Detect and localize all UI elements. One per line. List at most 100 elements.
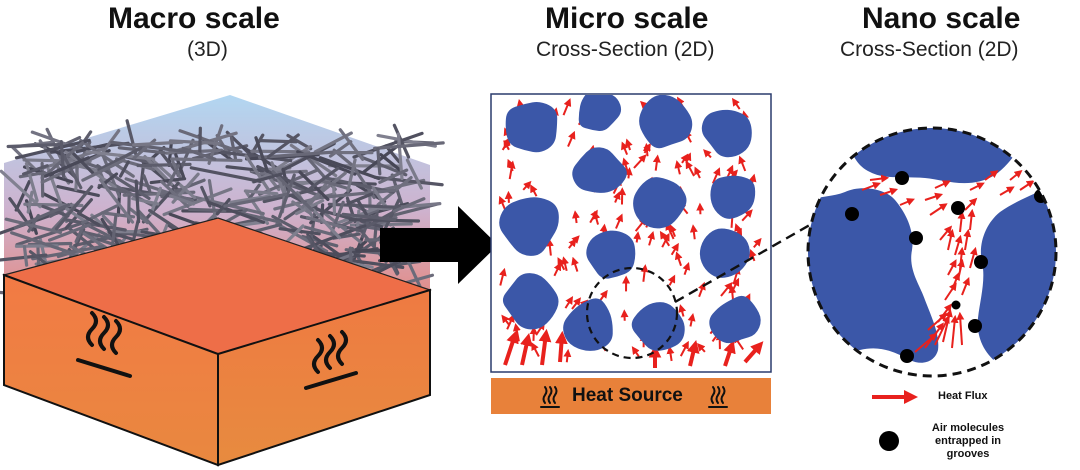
heat-flux-arrow [615,213,623,229]
heat-flux-arrow [498,267,507,286]
air-molecule-dot [845,207,859,221]
heat-flux-arrow [506,314,515,330]
heat-flux-arrow [520,333,533,366]
fiber-strand [286,133,313,151]
heat-flux-arrow [956,311,965,346]
air-molecule-dot [909,231,923,245]
fiber-cross-section [710,175,756,219]
heat-flux-arrow [674,251,683,267]
slab-right-face [217,288,431,467]
heat-flux-arrow [879,187,899,196]
legend-air-molecules: Air molecules entrapped in grooves [918,422,1018,461]
fiber-cross-section [633,177,687,229]
heat-flux-arrow [939,225,953,241]
heat-flux-arrow [652,154,661,171]
fiber-strand [26,190,34,214]
fiber-strand [198,126,202,155]
air-molecule-dot [951,201,965,215]
heat-flux-arrow [531,342,540,357]
heat-flux-arrow [571,256,579,272]
heat-flux-arrow [538,328,552,366]
fiber-cross-section [572,147,627,193]
fiber-strand [341,212,397,222]
heat-flux-arrow [643,143,651,154]
fiber-cross-section [639,95,693,149]
heat-flux-arrow [723,340,736,367]
zoom-region-circle [585,266,679,360]
micro-panel [490,93,772,373]
heat-flux-arrow [553,262,562,277]
heat-flux-arrow [631,346,640,357]
heat-flux-arrow [687,313,696,327]
fiber-cross-section [701,109,752,158]
heat-flux-arrow [963,228,972,251]
heat-flux-arrow [731,97,741,110]
fiber-strand [335,203,387,225]
heat-flux-arrow [942,308,953,343]
heat-flux-arrow [934,315,950,346]
nano-heat-flux-arrows [861,160,1053,353]
fiber-strand [0,169,42,209]
heat-flux-arrow [670,242,679,256]
heat-flux-arrow [947,259,957,276]
heat-flux-arrow [555,330,568,363]
fiber-strand [392,123,411,159]
fiber-cross-section [709,295,761,344]
fiber-strand [346,158,357,193]
fiber-strand [125,119,139,161]
heat-flux-arrow [711,167,721,184]
fiber-strand [149,186,163,216]
heat-flux-arrow [743,341,764,364]
fiber-strand [170,157,243,163]
fiber-strand [346,192,374,206]
heat-flux-arrow [682,261,691,275]
fiber-strand [14,138,91,160]
heat-flux-arrow [861,181,881,191]
legend-heat-flux-label: Heat Flux [938,390,988,402]
heat-flux-arrow [937,303,952,323]
fiber-strand [44,156,91,178]
heat-flux-arrow [947,228,955,251]
fiber-cross-section [505,101,558,153]
fiber-strand [321,179,349,190]
heat-flux-arrow [571,297,582,310]
heat-waves-icon [304,330,358,390]
heat-flux-arrow [924,192,944,201]
heat-flux-arrow [507,160,516,180]
heat-flux-arrow [563,348,572,363]
fiber-strand [13,203,71,230]
heat-flux-arrow [562,98,572,116]
heat-flux-arrow [647,231,655,246]
fiber-strand [244,154,271,193]
fiber-strand [378,168,409,184]
fiber-strand [97,172,119,190]
fiber-strand [23,202,84,208]
micro-subtitle: Cross-Section (2D) [536,38,715,61]
black-dot-icon [879,431,899,451]
fiber-strand [319,188,396,200]
heat-flux-arrow [1039,170,1053,181]
heat-flux-arrow [665,222,675,240]
heat-flux-arrow [703,149,712,159]
fiber-strand [215,198,231,216]
fiber-strand [15,220,87,247]
fiber-strand [54,185,94,231]
fiber-strand [10,231,75,256]
fiber-strand [136,162,192,168]
fiber-strand [6,142,64,149]
heat-flux-arrow [522,180,532,191]
fiber-strand [168,194,196,206]
fiber-cross-section [586,230,636,279]
heat-flux-arrow [999,186,1015,196]
legend-air-line-3: grooves [946,448,990,460]
fiber-strand [189,166,263,184]
heat-flux-arrow [613,191,621,203]
fiber-strand [383,202,440,220]
heat-flux-arrow [621,157,630,171]
fiber-strand [24,162,39,203]
fiber-strand [98,178,135,224]
fiber-strand [359,155,408,177]
fiber-strand [181,146,217,161]
heat-flux-arrow [659,230,671,247]
